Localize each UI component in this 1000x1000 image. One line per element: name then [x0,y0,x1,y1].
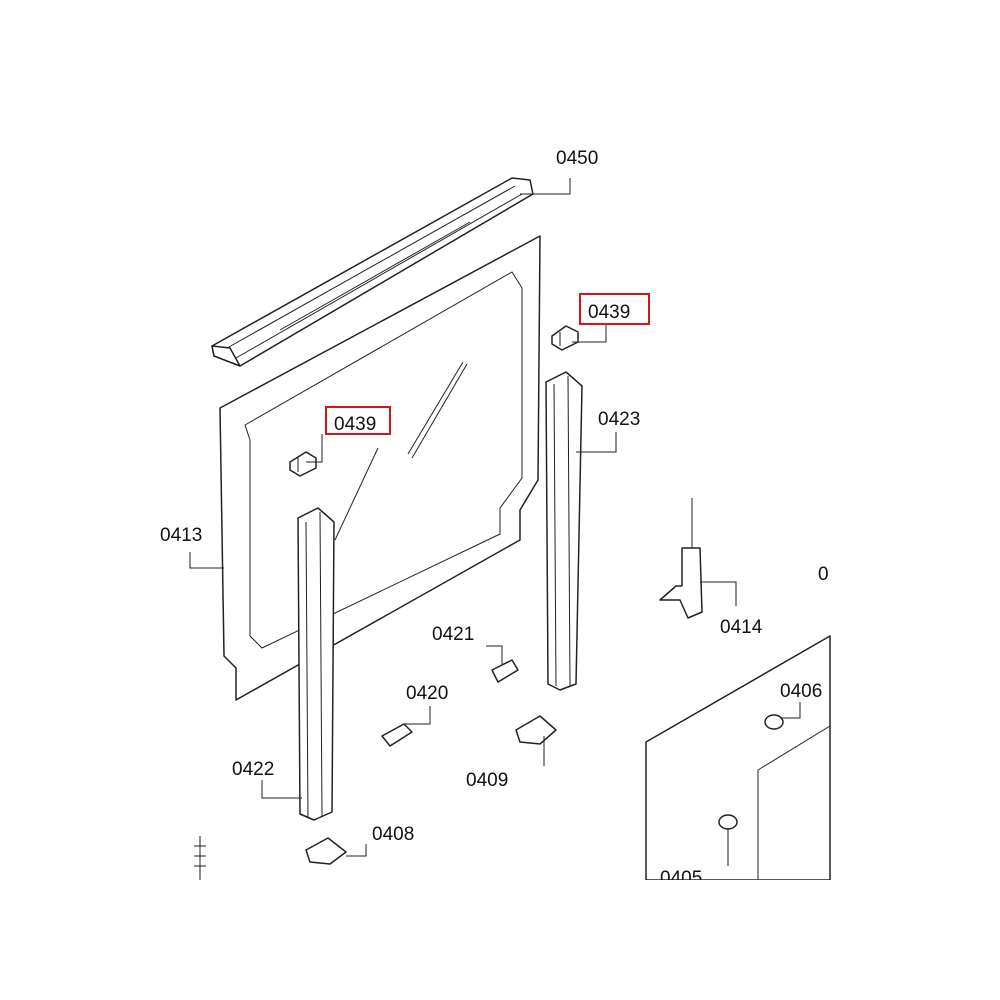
part-0409-bracket[interactable] [515,715,557,745]
bottom-crop-mask [0,880,1000,1000]
part-0439-clip-glass[interactable] [289,451,317,477]
label-0439-top: 0439 [588,302,630,323]
leader-0406 [780,702,801,719]
part-0450-top-trim[interactable] [211,177,534,367]
highlight-box-0439-top [579,293,650,325]
part-inner-door-panel[interactable] [645,635,831,881]
leader-0439-top [572,324,607,343]
label-0423: 0423 [598,409,640,430]
part-0414-hinge[interactable] [659,498,703,619]
label-0408: 0408 [372,824,414,845]
leader-0450 [520,178,571,195]
part-0421-bracket[interactable] [491,659,519,683]
label-0409: 0409 [466,770,508,791]
label-0450: 0450 [556,148,598,169]
leader-0414 [700,581,737,606]
highlight-box-0439-glass [325,406,391,435]
leader-0422 [261,780,302,799]
label-0439-glass: 0439 [334,414,376,435]
leader-0439-glass [306,434,323,463]
leader-0413 [189,552,224,569]
leader-0421 [486,645,503,664]
part-0420-bracket[interactable] [381,723,413,747]
part-0413-door-glass[interactable] [219,235,541,701]
part-0423-right-rail[interactable] [545,371,583,691]
leader-0423 [576,432,617,453]
part-0405-knob[interactable] [718,814,738,830]
label-0422: 0422 [232,759,274,780]
label-0421: 0421 [432,624,474,645]
label-0420: 0420 [406,683,448,704]
leader-0420 [404,706,431,725]
part-0422-left-rail[interactable] [297,507,335,821]
leader-0408 [346,844,367,857]
label-0414: 0414 [720,617,763,638]
part-spring-bottom-left[interactable] [194,836,206,880]
label-cut: 0 [818,564,829,585]
part-0439-clip-top[interactable] [551,325,579,351]
label-0413: 0413 [160,525,202,546]
label-0406: 0406 [780,681,822,702]
part-0406-knob[interactable] [764,714,784,730]
part-0408-bracket[interactable] [305,837,347,865]
